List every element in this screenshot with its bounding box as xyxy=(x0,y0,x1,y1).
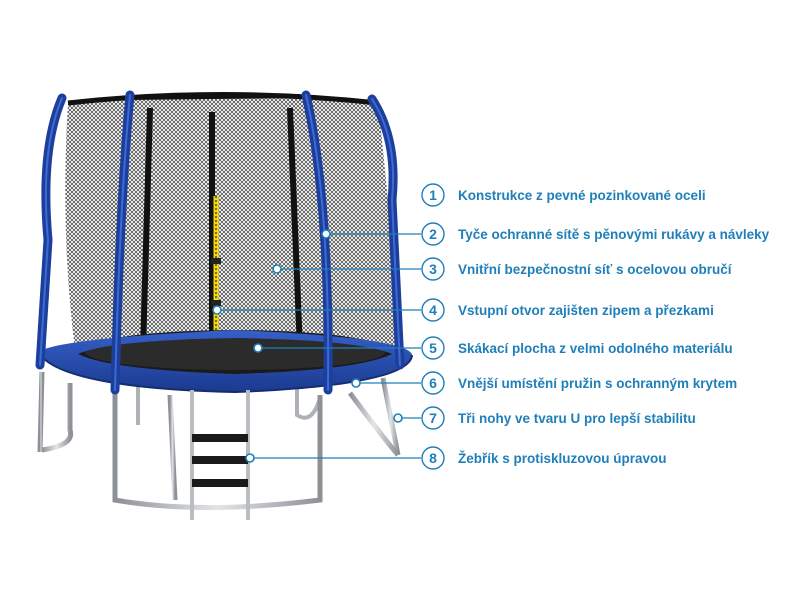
anchor-dot-8 xyxy=(245,453,255,463)
callout-badge xyxy=(421,257,445,281)
anchor-dot-6 xyxy=(351,378,361,388)
top-ring xyxy=(67,92,379,106)
callout-item-2: 2 Tyče ochranné sítě s pěnovými rukávy a … xyxy=(421,222,770,246)
callout-number: 6 xyxy=(429,375,437,391)
callout-badge xyxy=(421,446,445,470)
callout-item-4: 4 Vstupní otvor zajišten zipem a přezkami xyxy=(421,298,714,322)
callout-badge xyxy=(421,406,445,430)
anchor-dot-3 xyxy=(272,264,282,274)
callout-item-8: 8 Žebřík s protiskluzovou úpravou xyxy=(421,446,667,470)
callout-badge xyxy=(421,222,445,246)
callout-badge xyxy=(421,371,445,395)
callout-label: Vnější umístění pružin s ochranným kryte… xyxy=(458,376,737,391)
callout-item-1: 1 Konstrukce z pevné pozinkované oceli xyxy=(421,183,706,207)
callout-badge xyxy=(421,336,445,360)
callout-number: 3 xyxy=(429,261,437,277)
ladder xyxy=(190,390,250,520)
callout-badge xyxy=(421,183,445,207)
callout-label: Skákací plocha z velmi odolného materiál… xyxy=(458,341,733,356)
trampoline-illustration xyxy=(35,90,413,520)
anchor-dot-7 xyxy=(393,413,403,423)
callout-label: Tyče ochranné sítě s pěnovými rukávy a n… xyxy=(458,227,770,242)
callout-number: 2 xyxy=(429,226,437,242)
anchor-dot-5 xyxy=(253,343,263,353)
callout-item-6: 6 Vnější umístění pružin s ochranným kryt… xyxy=(421,371,737,395)
callout-number: 4 xyxy=(429,302,437,318)
anchor-dot-4 xyxy=(212,305,222,315)
callout-item-5: 5 Skákací plocha z velmi odolného materiá… xyxy=(421,336,733,360)
callout-label: Vnitřní bezpečnostní síť s ocelovou obru… xyxy=(458,262,733,277)
callout-number: 5 xyxy=(429,340,437,356)
callout-label: Konstrukce z pevné pozinkované oceli xyxy=(458,188,706,203)
callout-number: 1 xyxy=(429,187,437,203)
callout-item-7: 7 Tři nohy ve tvaru U pro lepší stabilitu xyxy=(421,406,696,430)
callout-leaders xyxy=(212,229,421,463)
callout-item-3: 3 Vnitřní bezpečnostní síť s ocelovou obr… xyxy=(421,257,733,281)
anchor-dot-2 xyxy=(321,229,331,239)
callout-label: Vstupní otvor zajišten zipem a přezkami xyxy=(458,303,714,318)
spring-pad xyxy=(38,330,412,392)
callout-label: Žebřík s protiskluzovou úpravou xyxy=(458,451,667,466)
callout-number: 7 xyxy=(429,410,437,426)
callout-badge xyxy=(421,298,445,322)
callout-list: 1 Konstrukce z pevné pozinkované oceli 2 Ty… xyxy=(421,183,770,470)
callout-label: Tři nohy ve tvaru U pro lepší stabilitu xyxy=(458,411,696,426)
u-legs xyxy=(37,371,403,510)
callout-number: 8 xyxy=(429,450,437,466)
foam-poles xyxy=(35,90,405,395)
